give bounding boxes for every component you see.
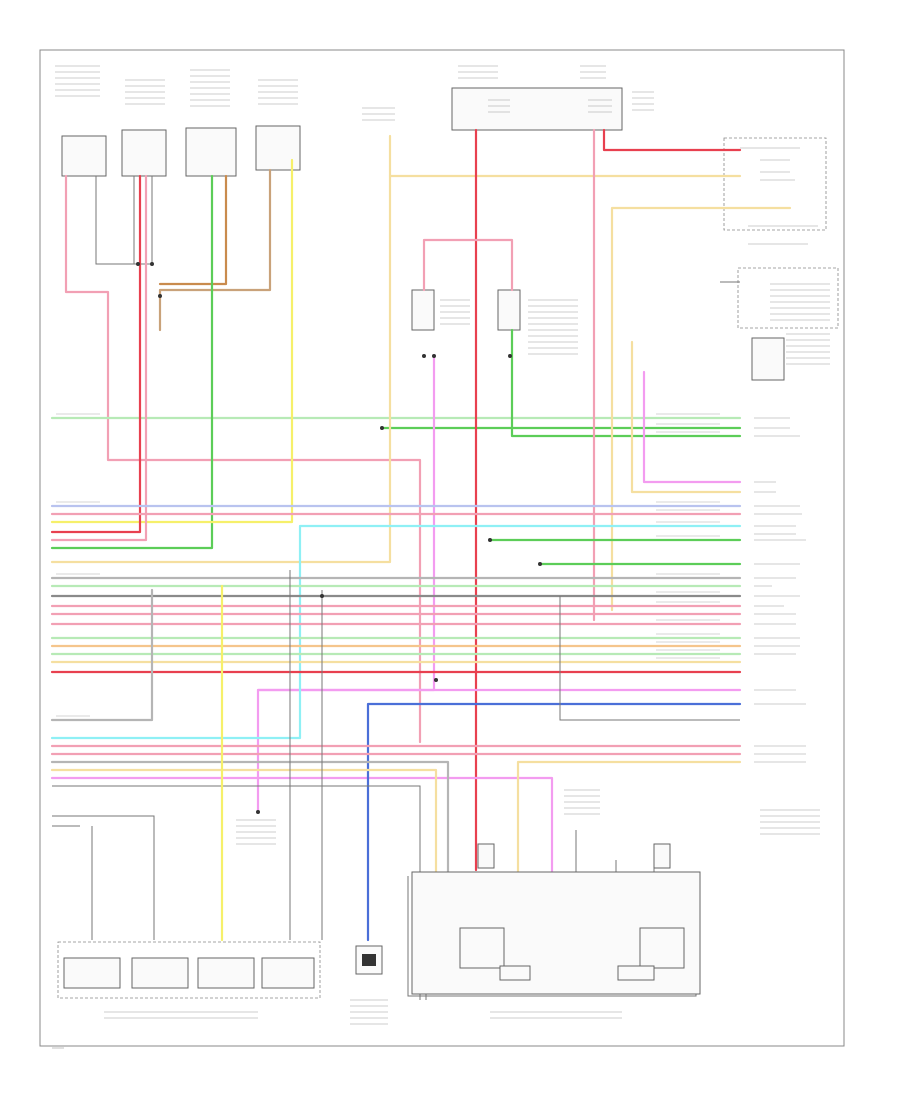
sensor-group-right (737, 267, 839, 329)
wire-gray-10 (52, 815, 155, 940)
wire-ltyellow-3 (610, 206, 792, 612)
wire-red-1 (50, 174, 142, 534)
ignition-switch-right (639, 927, 685, 969)
wire-gray-5 (50, 588, 154, 722)
junction-dots (136, 262, 542, 814)
sensor-bottom-center-core (362, 954, 376, 966)
wire-blue-1 (366, 702, 742, 942)
wire-cyan-1 (50, 524, 742, 740)
wire-green-1 (50, 174, 214, 550)
fuse-block (451, 87, 623, 131)
fuse-block-text (458, 65, 654, 113)
component-sensor-4 (255, 125, 301, 171)
component-sensor-2 (121, 129, 167, 177)
wires (50, 128, 792, 1000)
wire-code-stubs (56, 413, 720, 717)
wire-ltyellow-7 (516, 760, 742, 878)
wire-gray-6 (50, 760, 450, 982)
wire-red-3 (602, 128, 742, 152)
wire-tan-1 (158, 168, 272, 332)
relay-switch-2 (497, 289, 521, 331)
wire-magenta-4 (50, 776, 554, 878)
wire-ltyellow-2 (50, 174, 392, 564)
ignition-connector-2 (653, 843, 671, 869)
ignition-connector-1 (477, 843, 495, 869)
ignition-relay-left (499, 965, 531, 981)
top-left-components (55, 65, 395, 177)
transmission-control-module (57, 941, 321, 999)
instrument-cluster (723, 137, 827, 231)
wire-ltyellow-4 (630, 340, 742, 494)
component-sensor-3 (185, 127, 237, 177)
wire-ltgreen-3 (510, 328, 742, 438)
wire-ltyellow-1 (388, 134, 742, 178)
ignition-relay-right (617, 965, 655, 981)
component-switch-1 (61, 135, 107, 177)
wire-gray-19 (559, 596, 740, 721)
wire-brown-1 (158, 174, 228, 286)
wire-magenta-1 (256, 354, 436, 814)
vehicle-speed-sensor (751, 337, 785, 381)
wire-yellow-1 (50, 158, 294, 524)
relay-switch-1 (411, 289, 435, 331)
wire-pink-1 (64, 174, 422, 744)
wire-pink-4 (422, 238, 514, 292)
wire-pink-2 (50, 174, 148, 542)
diagram-frame (39, 49, 845, 1047)
wire-magenta-2 (642, 370, 742, 484)
ignition-switch-left (459, 927, 505, 969)
right-labels (754, 417, 820, 835)
module-switches (63, 957, 315, 989)
wire-gray-1 (95, 176, 153, 265)
